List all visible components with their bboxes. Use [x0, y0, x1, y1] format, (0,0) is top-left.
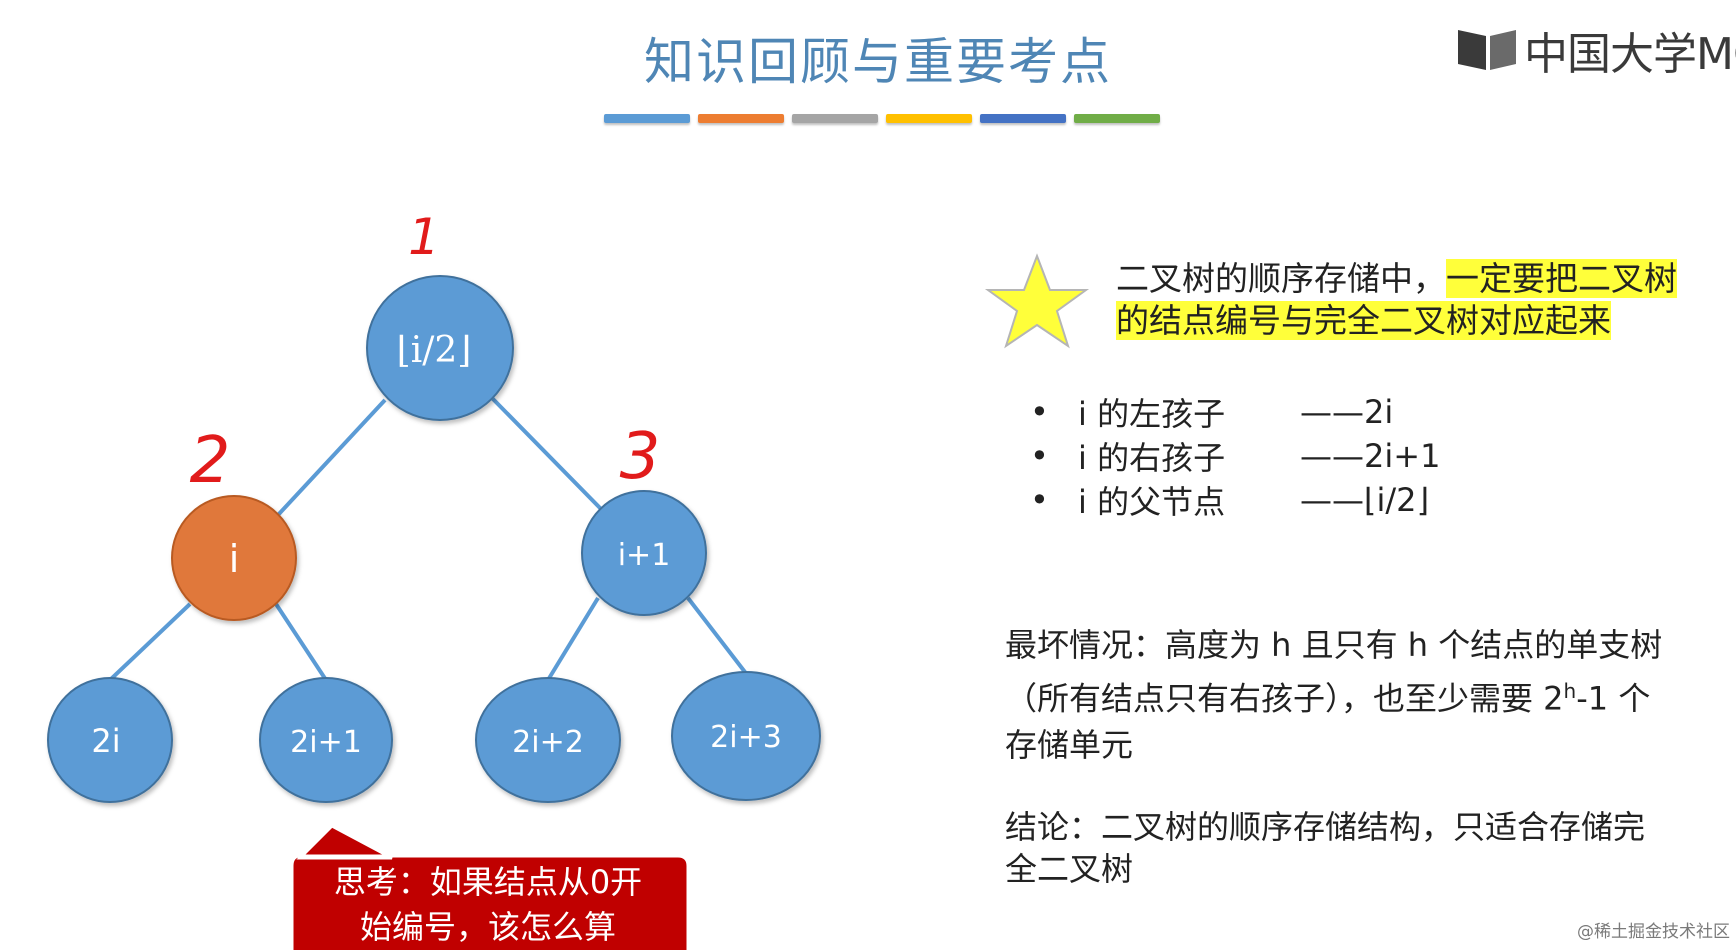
star-icon — [984, 253, 1090, 349]
rule-label: i 的左孩子 — [1078, 395, 1226, 433]
rule-label: i 的右孩子 — [1078, 439, 1226, 477]
handwritten-number-3: 3 — [620, 420, 661, 494]
mooc-logo: 中国大学MO — [1456, 18, 1736, 82]
tree-node-2i-plus-1: 2i+1 — [259, 677, 393, 803]
tree-node-2i-plus-2: 2i+2 — [475, 677, 621, 803]
slide-title: 知识回顾与重要考点 — [644, 33, 1112, 91]
note-plain-text: 二叉树的顺序存储中， — [1116, 259, 1446, 298]
bullet: • — [1030, 481, 1049, 519]
callout-line: 始编号，该怎么算 — [360, 908, 616, 946]
logo-text: 中国大学MO — [1524, 29, 1736, 80]
rule-row: • i 的父节点 ——⌊i/2⌋ — [1030, 478, 1440, 522]
bullet: • — [1030, 437, 1049, 475]
watermark: @稀土掘金技术社区 — [1577, 922, 1730, 942]
tree-edge — [274, 602, 328, 682]
rule-value: ——2i — [1300, 393, 1394, 431]
tree-node-i-plus-1: i+1 — [581, 490, 707, 616]
worst-case-text: 最坏情况：高度为 h 且只有 h 个结点的单支树（所有结点只有右孩子），也至少需… — [1005, 622, 1673, 768]
tree-edge — [108, 602, 192, 682]
title-color-bars — [604, 114, 1160, 123]
rule-label: i 的父节点 — [1078, 483, 1226, 521]
color-bar — [604, 114, 690, 123]
handwritten-number-2: 2 — [190, 424, 231, 498]
index-rules-list: • i 的左孩子 ——2i • i 的右孩子 ——2i+1 • i 的父节点 —… — [1030, 390, 1440, 522]
bullet: • — [1030, 393, 1049, 431]
key-note: 二叉树的顺序存储中，一定要把二叉树的结点编号与完全二叉树对应起来 — [1116, 258, 1696, 342]
think-callout: 思考：如果结点从0开 始编号，该怎么算 — [290, 824, 690, 950]
node-label: 2i — [91, 722, 120, 760]
node-label: 2i+1 — [290, 725, 362, 760]
color-bar — [792, 114, 878, 123]
conclusion-text: 结论：二叉树的顺序存储结构，只适合存储完全二叉树 — [1005, 808, 1646, 888]
worst-case-exponent: h — [1563, 679, 1577, 703]
rule-value: ——⌊i/2⌋ — [1300, 481, 1429, 519]
color-bar — [886, 114, 972, 123]
rule-row: • i 的左孩子 ——2i — [1030, 390, 1440, 434]
tree-edge — [490, 396, 604, 512]
tree-edge — [276, 398, 387, 517]
rule-row: • i 的右孩子 ——2i+1 — [1030, 434, 1440, 478]
tree-node-2i: 2i — [47, 677, 173, 803]
tree-node-2i-plus-3: 2i+3 — [671, 671, 821, 801]
tree-node-i: i — [171, 495, 297, 621]
rule-value: ——2i+1 — [1300, 437, 1441, 475]
node-label: ⌊i/2⌋ — [397, 330, 472, 371]
node-label: 2i+2 — [512, 725, 584, 760]
worst-case-before: 最坏情况：高度为 h 且只有 h 个结点的单支树（所有结点只有右孩子），也至少需… — [1005, 626, 1663, 718]
color-bar — [698, 114, 784, 123]
mooc-book-icon — [1458, 30, 1516, 70]
handwritten-number-1: 1 — [408, 208, 440, 266]
color-bar — [980, 114, 1066, 123]
color-bar — [1074, 114, 1160, 123]
callout-line: 思考：如果结点从0开 — [334, 863, 642, 901]
node-label: i — [229, 537, 240, 581]
tree-edge — [546, 596, 600, 682]
tree-node-root: ⌊i/2⌋ — [366, 275, 514, 421]
tree-edge — [686, 596, 750, 678]
node-label: i+1 — [618, 538, 671, 573]
node-label: 2i+3 — [710, 720, 782, 755]
worst-case-after: -1 个存储单元 — [1005, 679, 1651, 764]
